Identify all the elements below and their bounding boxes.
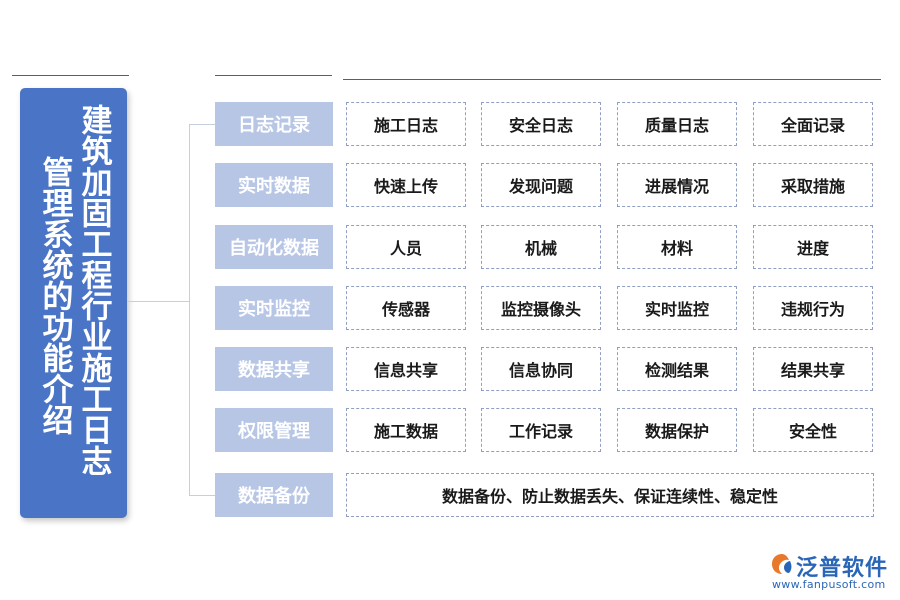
item-take-measures: 采取措施 (753, 163, 873, 207)
category-permission-management: 权限管理 (215, 408, 333, 452)
fanpu-logo-icon (772, 554, 792, 574)
item-backup-description: 数据备份、防止数据丢失、保证连续性、稳定性 (346, 473, 874, 517)
connector-spine (189, 124, 190, 495)
logo-url: www.fanpusoft.com (772, 578, 886, 591)
item-live-monitoring: 实时监控 (617, 286, 737, 330)
fanpu-logo: 泛普软件 www.fanpusoft.com (768, 548, 894, 594)
title-line-1: 建筑加固工程行业施工日志 (75, 104, 112, 476)
item-full-records: 全面记录 (753, 102, 873, 146)
item-info-sharing: 信息共享 (346, 347, 466, 391)
item-safety-log: 安全日志 (481, 102, 601, 146)
item-schedule: 进度 (753, 225, 873, 269)
category-realtime-monitoring: 实时监控 (215, 286, 333, 330)
category-log-records: 日志记录 (215, 102, 333, 146)
logo-name: 泛普软件 (796, 556, 889, 581)
item-data-protection: 数据保护 (617, 408, 737, 452)
item-violations: 违规行为 (753, 286, 873, 330)
category-data-sharing: 数据共享 (215, 347, 333, 391)
top-rule-left (12, 75, 129, 76)
connector-branch-1 (189, 124, 215, 125)
item-quality-log: 质量日志 (617, 102, 737, 146)
item-progress-status: 进展情况 (617, 163, 737, 207)
item-materials: 材料 (617, 225, 737, 269)
top-rule-right (343, 79, 881, 80)
item-result-sharing: 结果共享 (753, 347, 873, 391)
category-realtime-data: 实时数据 (215, 163, 333, 207)
item-work-records: 工作记录 (481, 408, 601, 452)
connector-stem (127, 301, 189, 302)
top-rule-middle (215, 75, 332, 76)
item-info-collaboration: 信息协同 (481, 347, 601, 391)
item-surveillance-camera: 监控摄像头 (481, 286, 601, 330)
connector-branch-7 (189, 495, 215, 496)
item-test-results: 检测结果 (617, 347, 737, 391)
title-line-2: 管理系统的功能介绍 (36, 156, 73, 435)
item-find-issues: 发现问题 (481, 163, 601, 207)
item-security: 安全性 (753, 408, 873, 452)
title-card: 建筑加固工程行业施工日志 管理系统的功能介绍 (20, 88, 127, 518)
category-data-backup: 数据备份 (215, 473, 333, 517)
item-quick-upload: 快速上传 (346, 163, 466, 207)
item-machinery: 机械 (481, 225, 601, 269)
item-construction-data: 施工数据 (346, 408, 466, 452)
item-personnel: 人员 (346, 225, 466, 269)
item-construction-log: 施工日志 (346, 102, 466, 146)
category-automated-data: 自动化数据 (215, 225, 333, 269)
item-sensors: 传感器 (346, 286, 466, 330)
